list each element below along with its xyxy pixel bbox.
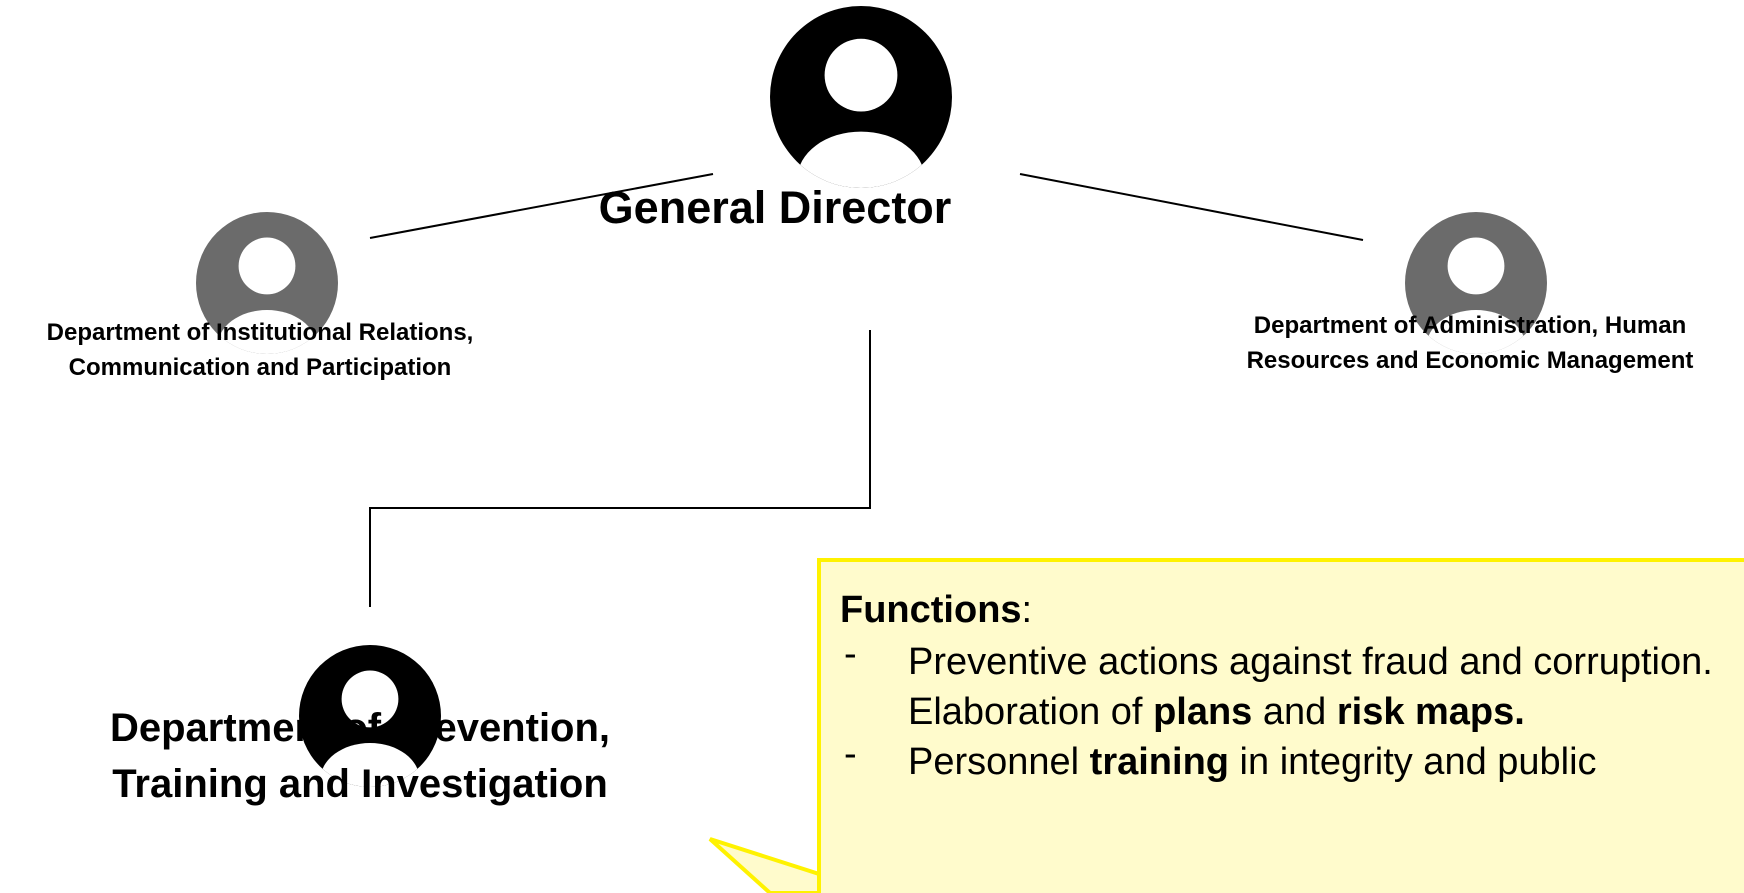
functions-heading: Functions [840, 589, 1022, 631]
functions-item-2-bold-training: training [1089, 741, 1229, 783]
department-prevention-line2: Training and Investigation [112, 762, 608, 806]
prevention-avatar-icon [299, 645, 441, 787]
department-institutional-line2: Communication and Participation [68, 354, 452, 381]
functions-callout-text: Functions: - Preventive actions against … [840, 585, 1744, 787]
department-administration-line1: Department of Administration, Human [1253, 312, 1687, 339]
functions-item-2-text-a: Personnel [908, 741, 1090, 783]
connector-director-to-prevention [369, 330, 871, 607]
connector-director-to-institutional [369, 173, 714, 239]
administration-avatar-icon [1405, 212, 1547, 354]
functions-item-1-bold-risk-maps: risk maps. [1336, 691, 1525, 733]
institutional-relations-avatar-icon [196, 212, 338, 354]
department-institutional-line1: Department of Institutional Relations, [46, 319, 474, 346]
connector-director-to-administration [1019, 173, 1364, 241]
functions-item-2-text-b: in integrity and public [1229, 741, 1597, 783]
department-administration-title: Department of Administration, Human Reso… [1190, 308, 1744, 378]
general-director-title: General Director [598, 182, 952, 233]
bullet-dash: - [844, 633, 857, 675]
functions-callout-box [708, 558, 1744, 893]
department-prevention-line1: Department of Prevention, [109, 706, 611, 750]
general-director-avatar-icon [770, 6, 952, 188]
department-institutional-relations-title: Department of Institutional Relations, C… [0, 315, 520, 385]
functions-item-1-text-a: Preventive actions against fraud and cor… [908, 641, 1713, 733]
functions-heading-colon: : [1021, 589, 1033, 631]
functions-item-1-bold-plans: plans [1153, 691, 1253, 733]
functions-heading-line: Functions: [840, 585, 1744, 635]
functions-item-1-text-b: and [1252, 691, 1337, 733]
bullet-dash: - [844, 733, 857, 775]
department-administration-line2: Resources and Economic Management [1246, 347, 1694, 374]
department-prevention-title: Department of Prevention, Training and I… [40, 700, 680, 812]
functions-item-1: - Preventive actions against fraud and c… [840, 633, 1744, 737]
functions-item-2: - Personnel training in integrity and pu… [840, 733, 1744, 787]
